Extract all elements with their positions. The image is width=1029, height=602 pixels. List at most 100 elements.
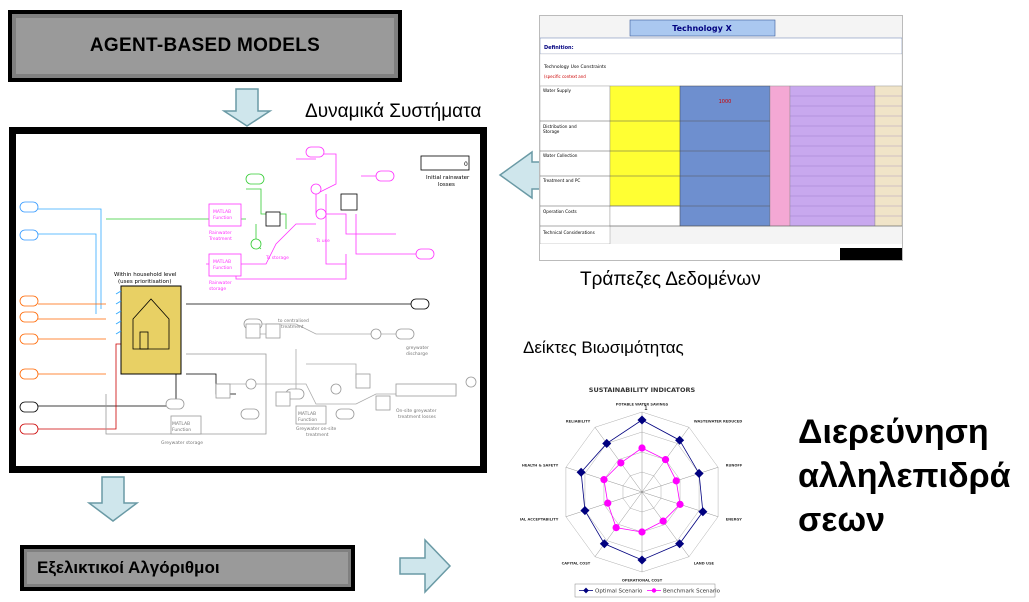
radar-category-label: RUNOFF [726, 463, 743, 467]
databanks-label: Τράπεζες Δεδομένων [580, 269, 761, 290]
svg-text:MATLAB: MATLAB [213, 259, 231, 265]
svg-text:storage: storage [209, 286, 226, 292]
svg-text:Function: Function [213, 265, 232, 271]
svg-text:Greywater on-site: Greywater on-site [296, 426, 337, 432]
radar-category-label: POTABLE WATER SAVINGS [616, 403, 669, 407]
svg-text:Initial rainwater: Initial rainwater [426, 175, 470, 181]
down-arrow-top [221, 88, 273, 127]
svg-text:treatment: treatment [306, 432, 329, 438]
radar-point [638, 528, 646, 536]
radar-point [659, 517, 667, 525]
radar-category-label: RELIABILITY [566, 419, 591, 423]
radar-point [612, 523, 620, 532]
radar-point [602, 438, 612, 448]
radar-point [672, 477, 680, 485]
port-4 [19, 201, 39, 213]
svg-text:discharge: discharge [406, 351, 428, 357]
legend-swatch-marker [583, 587, 589, 594]
radar-spoke-7 [565, 491, 643, 517]
down-arrow-bottom [86, 476, 140, 522]
svg-text:Ts storage: Ts storage [265, 255, 289, 261]
svg-text:treatment: treatment [281, 324, 304, 330]
svg-text:MATLAB: MATLAB [213, 209, 231, 215]
explore-line-2: αλληλεπιδρά [798, 457, 1011, 495]
legend-swatch-marker [651, 588, 657, 593]
radar-point [638, 444, 646, 452]
explore-line-3: σεων [798, 501, 886, 539]
port-5 [19, 229, 39, 241]
svg-text:Greywater storage: Greywater storage [161, 440, 203, 446]
svg-text:On-site greywater: On-site greywater [396, 408, 437, 414]
radar-category-label: ENERGY [726, 518, 743, 522]
simulink-svg: Within household level (uses prioritisat… [19, 146, 477, 446]
databank-spreadsheet: Technology X Definition: Technology Use … [539, 15, 903, 261]
radar-point [637, 555, 647, 565]
spreadsheet-svg: Technology X Definition: Technology Use … [540, 16, 902, 260]
svg-text:Technology Use Constraints: Technology Use Constraints [543, 64, 607, 70]
svg-text:Operation Costs: Operation Costs [543, 209, 577, 214]
radar-point [675, 435, 685, 445]
svg-text:Function: Function [298, 417, 317, 423]
sheet-center-value: 1000 [719, 99, 732, 105]
radar-spoke-6 [594, 491, 643, 557]
svg-text:(uses prioritisation): (uses prioritisation) [118, 279, 172, 285]
svg-text:Technical Considerations: Technical Considerations [542, 230, 595, 235]
radar-point [698, 507, 708, 517]
evolutionary-algorithms-box: Εξελικτικοί Αλγόριθμοι [20, 545, 355, 591]
agent-based-models-box: AGENT-BASED MODELS [8, 10, 402, 82]
radar-category-label: HEALTH & SAFETY [522, 463, 559, 467]
svg-text:Storage: Storage [543, 129, 560, 134]
evolutionary-algorithms-label: Εξελικτικοί Αλγόριθμοι [37, 558, 220, 577]
dynamic-systems-label: Δυναμικά Συστήματα [305, 101, 482, 122]
radar-point [604, 499, 612, 507]
svg-text:Treatment: Treatment [208, 236, 232, 242]
radar-category-label: WASTEWATER REDUCED [694, 419, 743, 423]
legend-label: Optimal Scenario [595, 589, 643, 595]
svg-text:MATLAB: MATLAB [298, 411, 316, 417]
svg-text:Water Collection: Water Collection [543, 153, 578, 158]
svg-text:Rainwater: Rainwater [209, 230, 232, 236]
svg-text:Within household level: Within household level [114, 272, 177, 278]
household-subsystem [115, 285, 182, 375]
radar-spoke-2 [641, 467, 719, 493]
legend-label: Benchmark Scenario [663, 589, 721, 595]
svg-text:greywater: greywater [406, 345, 429, 351]
radar-category-label: CAPITAL COST [562, 562, 591, 566]
svg-text:0: 0 [464, 161, 468, 168]
svg-text:Rainwater: Rainwater [209, 280, 232, 286]
radar-spoke-9 [594, 427, 643, 493]
svg-text:(specific context and: (specific context and [544, 74, 586, 79]
svg-text:Distribution and: Distribution and [543, 124, 577, 129]
radar-point [676, 500, 684, 508]
svg-text:MATLAB: MATLAB [172, 421, 190, 427]
radar-title: SUSTAINABILITY INDICATORS [589, 386, 696, 394]
radar-point [661, 456, 670, 464]
radar-category-label: LAND USE [694, 562, 715, 566]
svg-text:losses: losses [438, 182, 455, 188]
radar-point [694, 468, 704, 478]
radar-point [637, 415, 647, 425]
radar-point [617, 459, 625, 467]
radar-point [580, 506, 590, 516]
radar-legend-box [574, 583, 716, 598]
svg-text:Definition:: Definition: [544, 45, 574, 51]
svg-text:to centralised: to centralised [278, 318, 309, 324]
right-arrow [399, 538, 452, 594]
svg-text:treatment losses: treatment losses [398, 414, 436, 420]
radar-axis-max-label: 1 [644, 405, 648, 412]
radar-category-label: SOCIAL ACCEPTABILITY [520, 518, 559, 522]
svg-text:Function: Function [172, 427, 191, 433]
simulink-diagram: Within household level (uses prioritisat… [9, 127, 487, 473]
svg-text:Ts use: Ts use [315, 238, 330, 244]
sheet-title: Technology X [672, 24, 732, 33]
explore-interactions-text: Διερεύνηση αλληλεπιδρά σεων [798, 410, 1011, 542]
radar-category-label: OPERATIONAL COST [622, 579, 663, 583]
svg-text:Treatment and PC: Treatment and PC [542, 178, 580, 183]
radar-point [600, 476, 608, 484]
explore-line-1: Διερεύνηση [798, 413, 989, 451]
sustainability-indicators-label: Δείκτες Βιωσιμότητας [523, 338, 684, 357]
svg-text:Function: Function [213, 215, 232, 221]
agent-based-models-label: AGENT-BASED MODELS [89, 35, 321, 56]
